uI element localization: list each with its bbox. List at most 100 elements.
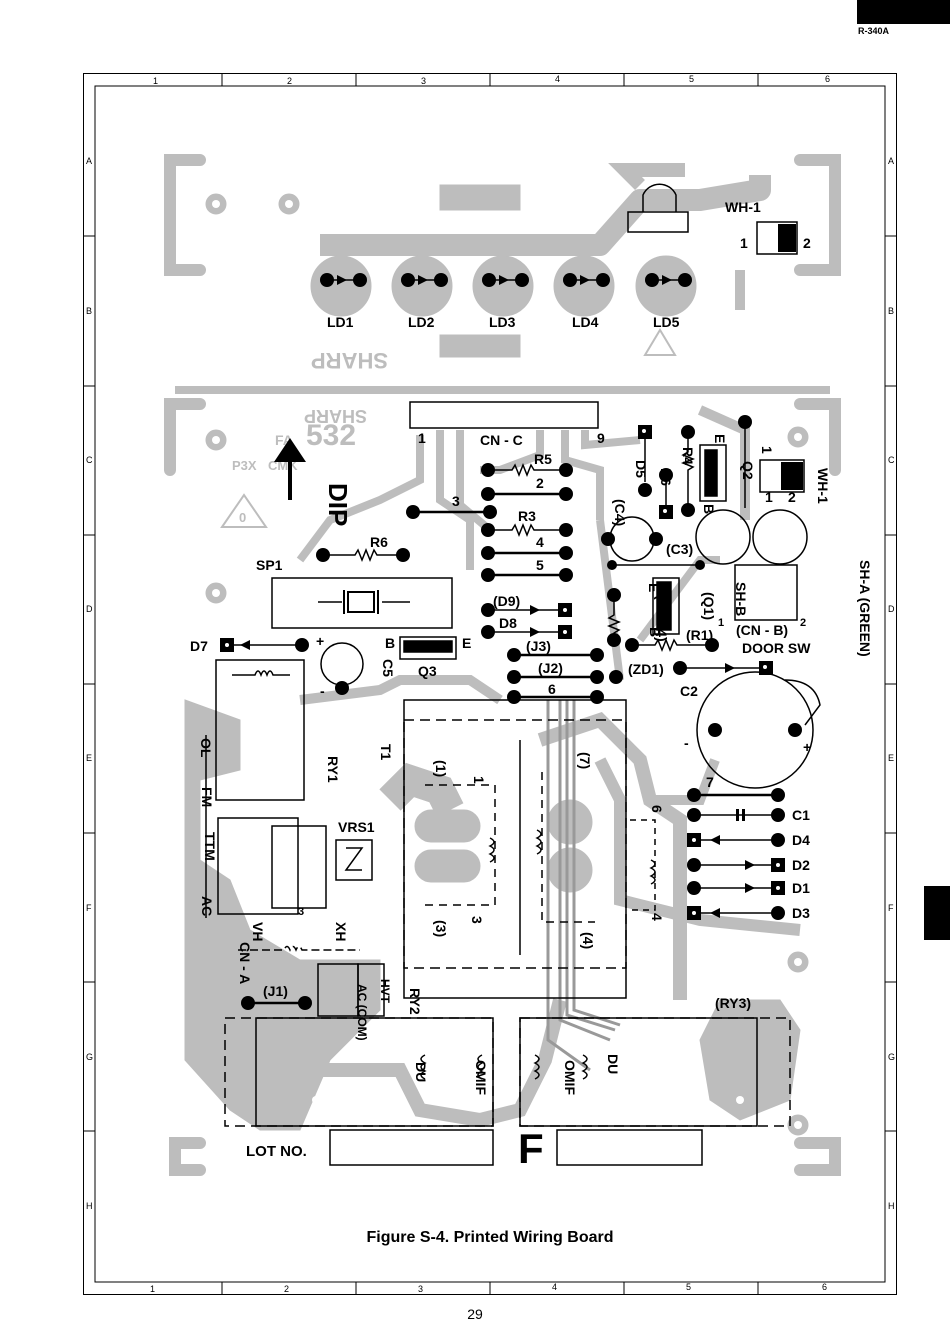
copper-layer [164, 154, 841, 1176]
label-wh1-side-pin2: 2 [788, 489, 796, 505]
label-d5: D5 [633, 460, 649, 478]
label-j2: (J2) [538, 660, 563, 676]
label-hvt: HVT [378, 979, 392, 1004]
label-shb: SH-B [733, 582, 749, 616]
label-wh1-side-pin1: 1 [765, 489, 773, 505]
label-t1-4b: 4 [649, 913, 665, 921]
grid-row-e-right: E [888, 753, 894, 763]
component-outlines [205, 183, 821, 1166]
silk-p3x: P3X [232, 458, 257, 473]
label-t1: T1 [378, 744, 394, 761]
label-sp1: SP1 [256, 557, 283, 573]
label-lot-no: LOT NO. [246, 1143, 307, 1160]
label-wh1-top-pin1: 1 [740, 235, 748, 251]
label-q2-e: E [712, 434, 728, 443]
grid-col-4-bottom: 4 [552, 1282, 557, 1292]
label-d3: D3 [792, 905, 810, 921]
grid-row-b-right: B [888, 306, 894, 316]
grid-row-a-left: A [86, 156, 92, 166]
figure-caption: Figure S-4. Printed Wiring Board [367, 1229, 614, 1246]
label-r1: (R1) [686, 627, 713, 643]
label-door-sw: DOOR SW [742, 640, 811, 656]
header-black-bar [857, 0, 950, 24]
grid-row-c-right: C [888, 455, 895, 465]
component-labels: WH-1 1 2 LD1 LD2 LD3 LD4 LD5 1 CN - C 9 … [190, 199, 873, 1172]
label-wh1-top: WH-1 [725, 199, 761, 215]
label-ry1: RY1 [325, 756, 341, 783]
label-j3: (J3) [526, 638, 551, 654]
grid-row-d-left: D [86, 604, 93, 614]
label-dip: DIP [323, 483, 353, 526]
label-c5-plus: + [316, 633, 324, 649]
silk-sharp: SHARP [311, 348, 388, 373]
label-cna: CN - A [237, 942, 253, 984]
label-vh: VH [250, 922, 266, 941]
grid-col-1-top: 1 [153, 76, 158, 86]
label-c5: C5 [380, 659, 396, 677]
label-ld4: LD4 [572, 314, 599, 330]
label-pin-5: 5 [536, 557, 544, 573]
label-d7: D7 [190, 638, 208, 654]
label-pin-2: 2 [536, 475, 544, 491]
label-d1: D1 [792, 880, 810, 896]
label-c5-minus: - [320, 683, 325, 699]
grid-row-d-right: D [888, 604, 895, 614]
label-omif-left: OMIF [473, 1060, 489, 1095]
label-cnc-pin9: 9 [597, 430, 605, 446]
grid-row-c-left: C [86, 455, 93, 465]
label-r2j4: (R2/J4) [654, 595, 670, 642]
label-omif-right: OMIF [562, 1060, 578, 1095]
label-xh: XH [333, 922, 349, 941]
label-cnc-pin1: 1 [418, 430, 426, 446]
label-cnb: (CN - B) [736, 622, 788, 638]
label-q1-b: B [647, 627, 663, 637]
label-q2-one: 1 [759, 446, 775, 454]
label-ld1: LD1 [327, 314, 354, 330]
grid-row-g-left: G [86, 1052, 93, 1062]
label-q2: Q2 [740, 461, 756, 480]
label-cnb-pin1: 1 [718, 617, 724, 629]
silk-zero: 0 [239, 510, 246, 525]
grid-row-f-right: F [888, 903, 894, 913]
label-ac: AC [199, 896, 215, 916]
silkscreen-mirrored-text: SHARP SHARP 532 FA CMK P3X 0 [232, 348, 388, 525]
label-ld5: LD5 [653, 314, 680, 330]
label-c2-plus: + [803, 739, 811, 755]
label-r5: R5 [534, 451, 552, 467]
label-r3: R3 [518, 508, 536, 524]
grid-col-6-bottom: 6 [822, 1282, 827, 1292]
grid-row-h-left: H [86, 1201, 93, 1211]
label-du-left: DU [413, 1062, 429, 1082]
label-pin-7: 7 [706, 774, 714, 790]
label-cnb-pin2: 2 [800, 617, 806, 629]
silk-532: 532 [306, 419, 356, 452]
label-du-right: DU [605, 1054, 621, 1074]
label-d4: D4 [792, 832, 810, 848]
label-ld2: LD2 [408, 314, 435, 330]
label-f-mark: F [518, 1125, 544, 1172]
grid-col-5-top: 5 [689, 74, 694, 84]
label-q1-e: E [646, 583, 662, 592]
grid-row-h-right: H [888, 1201, 895, 1211]
grid-labels: 1 2 3 4 5 6 1 2 3 4 5 6 A B C D E F G H … [86, 74, 895, 1294]
grid-ticks [83, 73, 897, 1295]
label-q3-b: B [385, 635, 395, 651]
label-d6: D6 [658, 468, 674, 486]
label-pin-6: 6 [548, 681, 556, 697]
label-q2-b: B [701, 504, 717, 514]
label-sha: SH-A (GREEN) [857, 560, 873, 657]
label-wh1-top-pin2: 2 [803, 235, 811, 251]
pad-holes [225, 429, 780, 915]
label-r6: R6 [370, 534, 388, 550]
label-t1-6: 6 [649, 805, 665, 813]
grid-col-2-bottom: 2 [284, 1284, 289, 1294]
label-ld3: LD3 [489, 314, 516, 330]
label-q3-e: E [462, 635, 471, 651]
label-ol: OL [198, 738, 214, 758]
label-r4: R4 [680, 447, 696, 465]
grid-row-b-left: B [86, 306, 92, 316]
silk-sharp-2: SHARP [304, 406, 367, 426]
label-ttm: TTM [202, 832, 218, 861]
label-c2-minus: - [684, 735, 689, 751]
